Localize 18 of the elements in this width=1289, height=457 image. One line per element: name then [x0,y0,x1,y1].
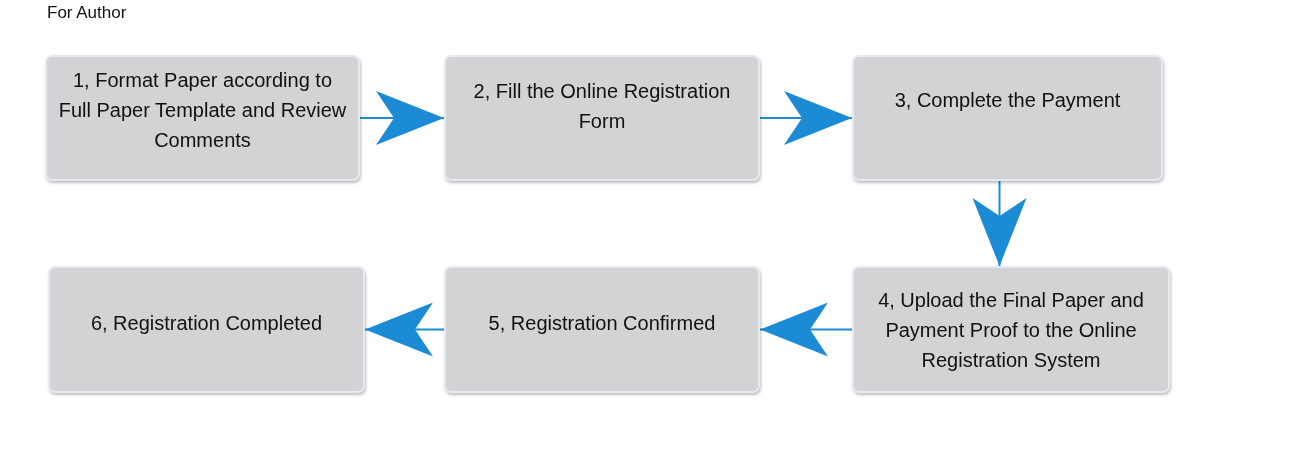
arrow [759,302,853,357]
arrow [359,91,445,145]
diagram-title: For Author [47,3,127,23]
step-text: 4, Upload the Final Paper and Payment Proof to the Online Registration System [877,287,1145,373]
step-text: 5, Registration Confirmed [488,310,716,336]
step-text: 6, Registration Completed [90,310,323,336]
arrow [972,180,1027,267]
process-box [45,55,360,181]
step-text: 1, Format Paper according to Full Paper Template and Review Comments [57,68,348,153]
process-box [852,266,1170,393]
process-box [852,55,1163,181]
arrow [759,91,853,145]
step-text: 2, Fill the Online Registration Form [472,79,732,134]
process-box [444,266,760,393]
step-text: 3, Complete the Payment [894,88,1121,113]
process-box [48,266,365,393]
arrow [364,302,445,357]
process-box [444,55,760,181]
